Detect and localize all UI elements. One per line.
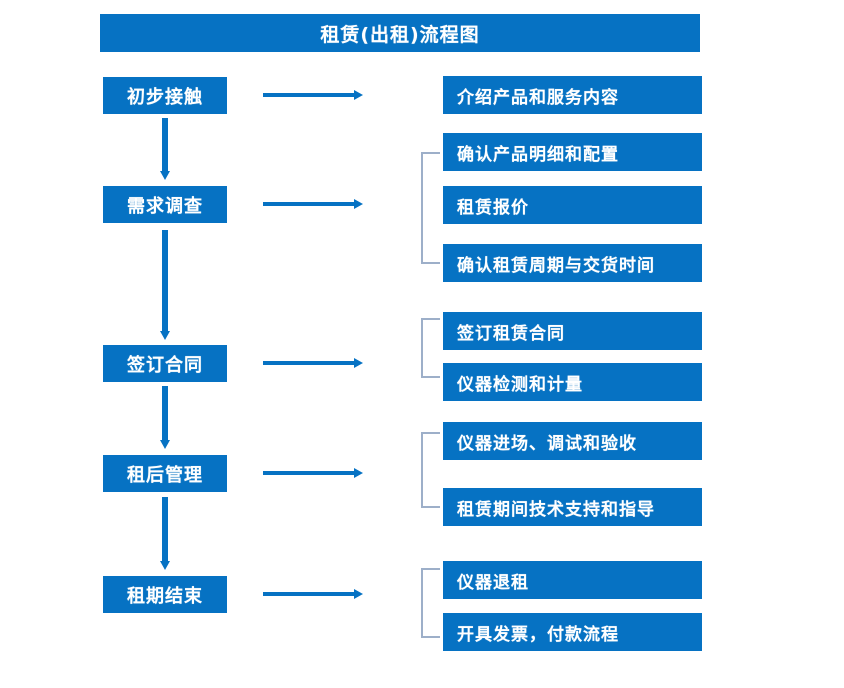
detail-box-8[interactable]: 租赁期间技术支持和指导 [443, 488, 702, 526]
detail-box-5[interactable]: 签订租赁合同 [443, 312, 702, 350]
right-arrow-icon-5 [263, 589, 363, 599]
diagram-title: 租赁(出租)流程图 [100, 14, 700, 52]
detail-box-1[interactable]: 介绍产品和服务内容 [443, 76, 702, 114]
down-arrow-icon-4 [160, 497, 170, 570]
right-arrow-icon-4 [263, 468, 363, 478]
stage-box-3[interactable]: 签订合同 [103, 345, 227, 382]
stage-box-4[interactable]: 租后管理 [103, 455, 227, 492]
detail-box-2[interactable]: 确认产品明细和配置 [443, 133, 702, 171]
down-arrow-icon-1 [160, 118, 170, 180]
detail-box-10[interactable]: 开具发票，付款流程 [443, 613, 702, 651]
detail-box-6[interactable]: 仪器检测和计量 [443, 363, 702, 401]
down-arrow-icon-3 [160, 386, 170, 449]
right-arrow-icon-1 [263, 90, 363, 100]
group-bracket-icon-4 [421, 568, 440, 638]
stage-box-1[interactable]: 初步接触 [103, 77, 227, 114]
detail-box-9[interactable]: 仪器退租 [443, 561, 702, 599]
stage-box-2[interactable]: 需求调查 [103, 186, 227, 223]
group-bracket-icon-3 [421, 432, 440, 508]
down-arrow-icon-2 [160, 230, 170, 340]
stage-box-5[interactable]: 租期结束 [103, 576, 227, 613]
right-arrow-icon-2 [263, 199, 363, 209]
group-bracket-icon-2 [421, 318, 440, 378]
detail-box-3[interactable]: 租赁报价 [443, 186, 702, 224]
detail-box-4[interactable]: 确认租赁周期与交货时间 [443, 244, 702, 282]
right-arrow-icon-3 [263, 358, 363, 368]
group-bracket-icon-1 [421, 152, 440, 264]
detail-box-7[interactable]: 仪器进场、调试和验收 [443, 422, 702, 460]
